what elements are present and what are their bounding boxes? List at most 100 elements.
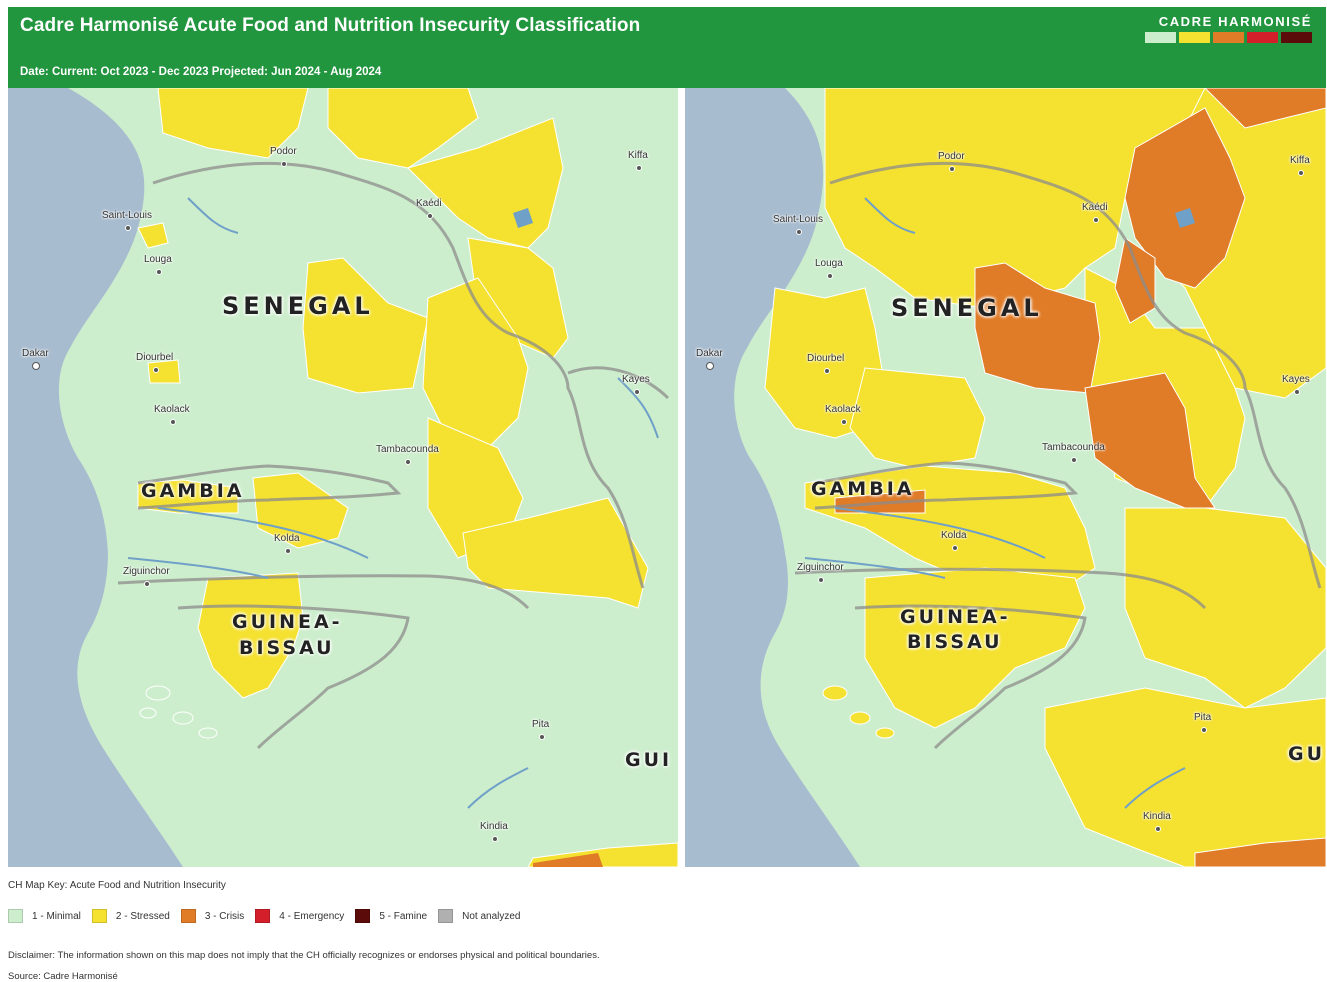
city-kolda: Kolda	[274, 533, 300, 554]
logo-text: CADRE HARMONISÉ	[1158, 14, 1312, 29]
legend-label: 3 - Crisis	[204, 910, 245, 922]
bijagos-island-3	[875, 727, 895, 739]
legend-item-emergency: 4 - Emergency	[255, 909, 344, 923]
border-senegal-guinea	[117, 574, 530, 610]
source: Source: Cadre Harmonisé	[8, 971, 118, 982]
river-kindia	[1124, 767, 1186, 809]
legend-item-famine: 5 - Famine	[355, 909, 427, 923]
legend-swatch-famine	[355, 909, 371, 923]
header-bar: Cadre Harmonisé Acute Food and Nutrition…	[8, 7, 1326, 88]
city-kindia: Kindia	[1143, 811, 1171, 832]
city-podor: Podor	[938, 151, 965, 172]
city-diourbel: Diourbel	[807, 353, 845, 374]
city-saint-louis: Saint-Louis	[102, 210, 153, 231]
river-senegal	[864, 197, 916, 234]
country-label-guinea: GUINEA-	[232, 611, 343, 633]
country-label-guinea: GUINEA-	[900, 606, 1011, 628]
country-label-gambia: GAMBIA	[811, 478, 915, 500]
country-label-senegal: SENEGAL	[891, 294, 1043, 322]
map-divider	[678, 88, 685, 867]
border-senegal-guinea	[794, 567, 1207, 610]
logo-swatch-minimal	[1145, 32, 1176, 43]
date-range: Date: Current: Oct 2023 - Dec 2023 Proje…	[20, 66, 382, 78]
legend-label: 2 - Stressed	[115, 910, 170, 922]
legend-item-minimal: 1 - Minimal	[8, 909, 81, 923]
bijagos-island-4	[139, 707, 157, 719]
bijagos-island-2	[172, 711, 194, 725]
map-projected-svg	[734, 88, 1326, 867]
zone-diourbel	[147, 359, 181, 384]
border-gambia	[137, 464, 402, 510]
legend-label: 4 - Emergency	[279, 910, 345, 922]
cadre-harmonise-logo: CADRE HARMONISÉ	[1142, 14, 1312, 43]
zone-crisis-tamba	[1084, 372, 1216, 509]
city-kolda: Kolda	[941, 530, 967, 551]
zone-saint-louis	[137, 222, 169, 249]
zone-crisis-mauritania	[1124, 107, 1246, 289]
city-louga: Louga	[815, 258, 843, 279]
zone-crisis-bottom	[1194, 837, 1326, 867]
zone-north-2	[327, 88, 479, 169]
city-diourbel: Diourbel	[136, 352, 174, 373]
legend-swatch-emergency	[255, 909, 271, 923]
page-title: Cadre Harmonisé Acute Food and Nutrition…	[20, 15, 641, 36]
country-label-gambia: GAMBIA	[141, 480, 245, 502]
city-kaolack: Kaolack	[825, 404, 861, 425]
legend-item-stressed: 2 - Stressed	[91, 909, 170, 923]
river-kindia	[467, 767, 529, 809]
country-label-guinea-partial: GU	[1288, 743, 1326, 765]
city-ziguinchor: Ziguinchor	[123, 566, 170, 587]
legend-label: Not analyzed	[462, 910, 521, 922]
legend-swatch-crisis	[180, 909, 196, 923]
city-dakar: Dakar	[696, 348, 723, 370]
border-senegal-mali	[567, 366, 670, 400]
bijagos-island-1	[822, 685, 848, 701]
country-label-senegal: SENEGAL	[222, 292, 374, 320]
zone-crisis-mauritania-2	[1114, 237, 1156, 324]
city-kaedi: Kaédi	[416, 198, 442, 219]
zone-senegal-centre	[302, 257, 429, 394]
legend-label: 1 - Minimal	[32, 910, 81, 922]
river-casamance	[127, 557, 269, 579]
city-saint-louis: Saint-Louis	[773, 214, 824, 235]
legend-title: CH Map Key: Acute Food and Nutrition Ins…	[8, 880, 226, 891]
logo-swatch-crisis	[1213, 32, 1244, 43]
zone-guinea-bissau	[864, 567, 1086, 729]
city-pita: Pita	[1194, 712, 1212, 733]
city-kiffa: Kiffa	[628, 150, 648, 171]
border-senegal-mauritania	[152, 161, 645, 589]
bijagos-island-3	[198, 727, 218, 739]
zone-central-south	[849, 367, 986, 469]
bijagos-island-2	[849, 711, 871, 725]
border-guinea-bissau	[854, 604, 1087, 750]
legend-swatch-not-analyzed	[438, 909, 454, 923]
river-kayes	[617, 377, 659, 439]
zone-southeast-1	[1124, 507, 1326, 709]
zone-bottom-crisis	[533, 853, 603, 867]
zone-crisis-topright	[1204, 88, 1326, 129]
legend-label: 5 - Famine	[379, 910, 428, 922]
zone-southeast	[462, 497, 649, 609]
river-gambia	[157, 507, 369, 559]
zone-senegal-east	[422, 277, 529, 449]
logo-swatch-emergency	[1247, 32, 1278, 43]
zone-crisis-central	[974, 262, 1101, 394]
zone-kolda	[252, 472, 349, 549]
legend: 1 - Minimal 2 - Stressed 3 - Crisis 4 - …	[8, 909, 531, 923]
lake-rkiz	[513, 208, 533, 228]
city-kayes: Kayes	[622, 374, 650, 395]
city-kaedi: Kaédi	[1082, 202, 1108, 223]
zone-south-guinea	[1044, 687, 1326, 867]
country-label-bissau: BISSAU	[239, 637, 335, 659]
city-tambacounda: Tambacounda	[1042, 442, 1105, 463]
city-kayes: Kayes	[1282, 374, 1310, 395]
lake-rkiz	[1175, 208, 1195, 228]
map-current[interactable]: Podor Kiffa Kaédi Saint-Louis Louga Daka…	[8, 88, 678, 867]
map-current-svg	[58, 88, 678, 867]
logo-swatches	[1142, 32, 1312, 43]
city-pita: Pita	[532, 719, 550, 740]
map-projected[interactable]: Podor Kiffa Kaédi Saint-Louis Louga Daka…	[685, 88, 1326, 867]
country-label-bissau: BISSAU	[907, 631, 1003, 653]
legend-item-not-analyzed: Not analyzed	[438, 909, 520, 923]
city-kindia: Kindia	[480, 821, 508, 842]
